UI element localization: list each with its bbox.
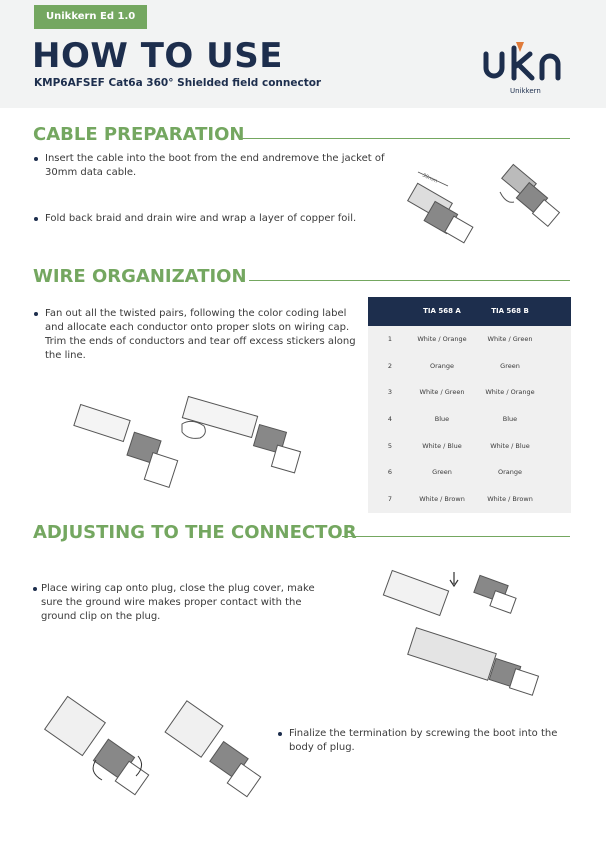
ukn-logo: [483, 42, 561, 81]
pin-number: 3: [387, 388, 393, 397]
pin-number: 5: [387, 441, 393, 450]
pin-number: 4: [387, 415, 393, 424]
cable-prep-illustration: 30mm: [406, 163, 561, 244]
tia-568a-cell: White / Orange: [417, 335, 467, 343]
tia-568b-cell: White / Brown: [487, 495, 533, 504]
page-title: HOW TO USE: [32, 36, 283, 76]
bullet-dot: [278, 732, 282, 736]
pin-number: 6: [387, 468, 393, 477]
boot-screwing-illustration: [43, 695, 262, 798]
dimension-label: 30mm: [421, 172, 438, 184]
pin-number: 7: [387, 495, 393, 504]
logo-wordmark: Unikkern: [510, 87, 541, 95]
section-title-wire-organization: WIRE ORGANIZATION: [33, 266, 247, 287]
table-row: 5 White / Blue White / Blue: [368, 433, 571, 460]
tia-568a-cell: Green: [432, 468, 452, 477]
bullet-dot: [34, 217, 38, 221]
tia-568b-cell: Green: [500, 361, 520, 370]
tia-568a-cell: Blue: [434, 415, 450, 424]
bullet-dot: [33, 587, 37, 591]
tia-568a-cell: White / Green: [419, 388, 465, 397]
bullet-place-wiring-cap: Place wiring cap onto plug, close the pl…: [33, 582, 336, 624]
bullet-text: Fan out all the twisted pairs, following…: [45, 308, 356, 361]
pin-number: 1: [387, 335, 393, 343]
section-rule: [342, 536, 570, 537]
bullet-fold-braid: Fold back braid and drain wire and wrap …: [34, 212, 390, 226]
table-row: 1 White / Orange White / Green: [368, 326, 571, 353]
bullet-dot: [34, 157, 38, 161]
bullet-finalize-termination: Finalize the termination by screwing the…: [278, 727, 574, 755]
tia-header-568a: TIA 568 A: [423, 307, 461, 315]
pin-number: 2: [387, 361, 393, 370]
bullet-text: Fold back braid and drain wire and wrap …: [45, 213, 357, 224]
bullet-insert-cable: Insert the cable into the boot from the …: [34, 152, 390, 180]
table-row: 2 Orange Green: [368, 353, 571, 380]
table-row: 4 Blue Blue: [368, 406, 571, 433]
tia-568b-cell: Orange: [497, 468, 523, 477]
bullet-text: Place wiring cap onto plug, close the pl…: [41, 583, 315, 622]
tia-header-568b: TIA 568 B: [491, 307, 529, 315]
tia-568-table: TIA 568 A TIA 568 B 1 White / Orange Whi…: [368, 297, 571, 513]
tia-568b-cell: White / Blue: [490, 441, 530, 450]
page-subtitle: KMP6AFSEF Cat6a 360° Shielded field conn…: [34, 77, 322, 89]
connector-assembly-illustration: [382, 569, 540, 696]
bullet-fan-out-pairs: Fan out all the twisted pairs, following…: [34, 307, 360, 363]
section-rule: [240, 138, 570, 139]
section-rule: [249, 280, 570, 281]
table-row: 3 White / Green White / Orange: [368, 379, 571, 406]
table-row: 6 Green Orange: [368, 459, 571, 486]
edition-badge: Unikkern Ed 1.0: [34, 5, 148, 29]
bullet-text: Insert the cable into the boot from the …: [45, 153, 385, 178]
bullet-text: Finalize the termination by screwing the…: [289, 728, 558, 753]
tia-568a-cell: White / Blue: [422, 441, 462, 450]
table-row: 7 White / Brown White / Brown: [368, 486, 571, 513]
wire-organization-illustration: [73, 395, 302, 488]
tia-table-header: TIA 568 A TIA 568 B: [368, 297, 571, 326]
tia-568b-cell: White / Green: [487, 335, 533, 343]
section-title-adjusting: ADJUSTING TO THE CONNECTOR: [33, 522, 357, 543]
tia-568a-cell: White / Brown: [419, 495, 465, 504]
bullet-dot: [34, 312, 38, 316]
tia-568b-cell: White / Orange: [485, 388, 535, 397]
section-title-cable-preparation: CABLE PREPARATION: [33, 124, 245, 145]
tia-568a-cell: Orange: [429, 361, 455, 370]
tia-568b-cell: Blue: [502, 415, 518, 424]
